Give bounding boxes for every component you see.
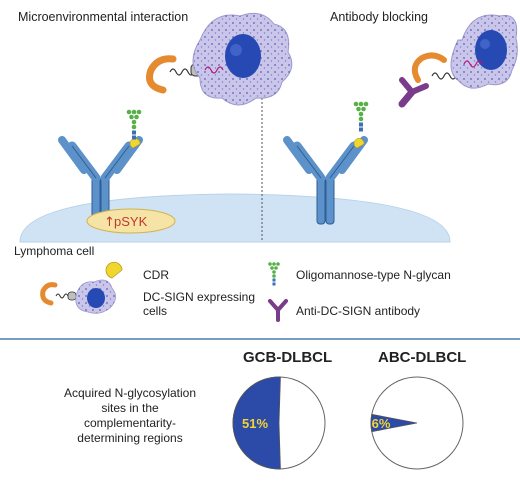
pie-slice-label: 51%	[242, 416, 268, 431]
description-line3: complementarity-	[83, 416, 177, 430]
dc-sign-legend-icon	[40, 279, 116, 314]
psyk-arrow-icon: ↑	[104, 215, 115, 230]
lymphoma-cell-label: Lymphoma cell	[14, 244, 95, 258]
cell-membrane	[19, 193, 451, 243]
pie-chart-abc: 6%	[370, 376, 464, 470]
cdr-legend-label: CDR	[143, 268, 169, 282]
glycan-right	[353, 101, 369, 132]
anti-dc-sign-antibody	[398, 77, 429, 108]
pie-chart-gcb: 51%	[232, 376, 326, 470]
header-antibody-blocking: Antibody blocking	[330, 10, 428, 24]
description-line2: sites in the	[101, 401, 159, 415]
dc-nucleus-left	[225, 34, 261, 78]
b-cell-receptor-left	[58, 136, 143, 225]
dc-sign-legend-label-line1: DC-SIGN expressing	[143, 290, 256, 304]
pie-slice-label: 6%	[372, 416, 391, 431]
description-line1: Acquired N-glycosylation	[63, 386, 197, 400]
antibody-legend-icon	[268, 299, 288, 322]
description-line4: determining regions	[77, 431, 183, 445]
pie-slice-filled	[370, 413, 418, 433]
glycan-left	[126, 109, 142, 140]
cdr-right	[353, 138, 365, 149]
antibody-legend-label: Anti-DC-SIGN antibody	[296, 304, 421, 318]
b-cell-receptor-right	[283, 136, 368, 225]
dc-nucleus-right	[475, 30, 507, 70]
dc-sign-receptor-right	[411, 52, 447, 83]
dc-sign-coil-left	[169, 68, 195, 76]
psyk-ellipse	[86, 208, 176, 234]
pie-slice-filled	[232, 376, 281, 470]
psyk-label: pSYK	[114, 214, 148, 229]
glycan-legend-label: Oligomannose-type N-glycan	[296, 268, 451, 282]
dc-sign-receptor-left	[146, 55, 177, 94]
dc-sign-legend-label-line2: cells	[143, 304, 168, 318]
cdr-legend-icon	[105, 261, 123, 279]
header-microenvironmental: Microenvironmental interaction	[18, 10, 189, 24]
pie-title-abc: ABC-DLBCL	[378, 349, 467, 366]
pie-title-gcb: GCB-DLBCL	[243, 349, 333, 366]
glycan-legend-icon	[268, 262, 280, 286]
dc-sign-coil-right	[431, 72, 457, 80]
